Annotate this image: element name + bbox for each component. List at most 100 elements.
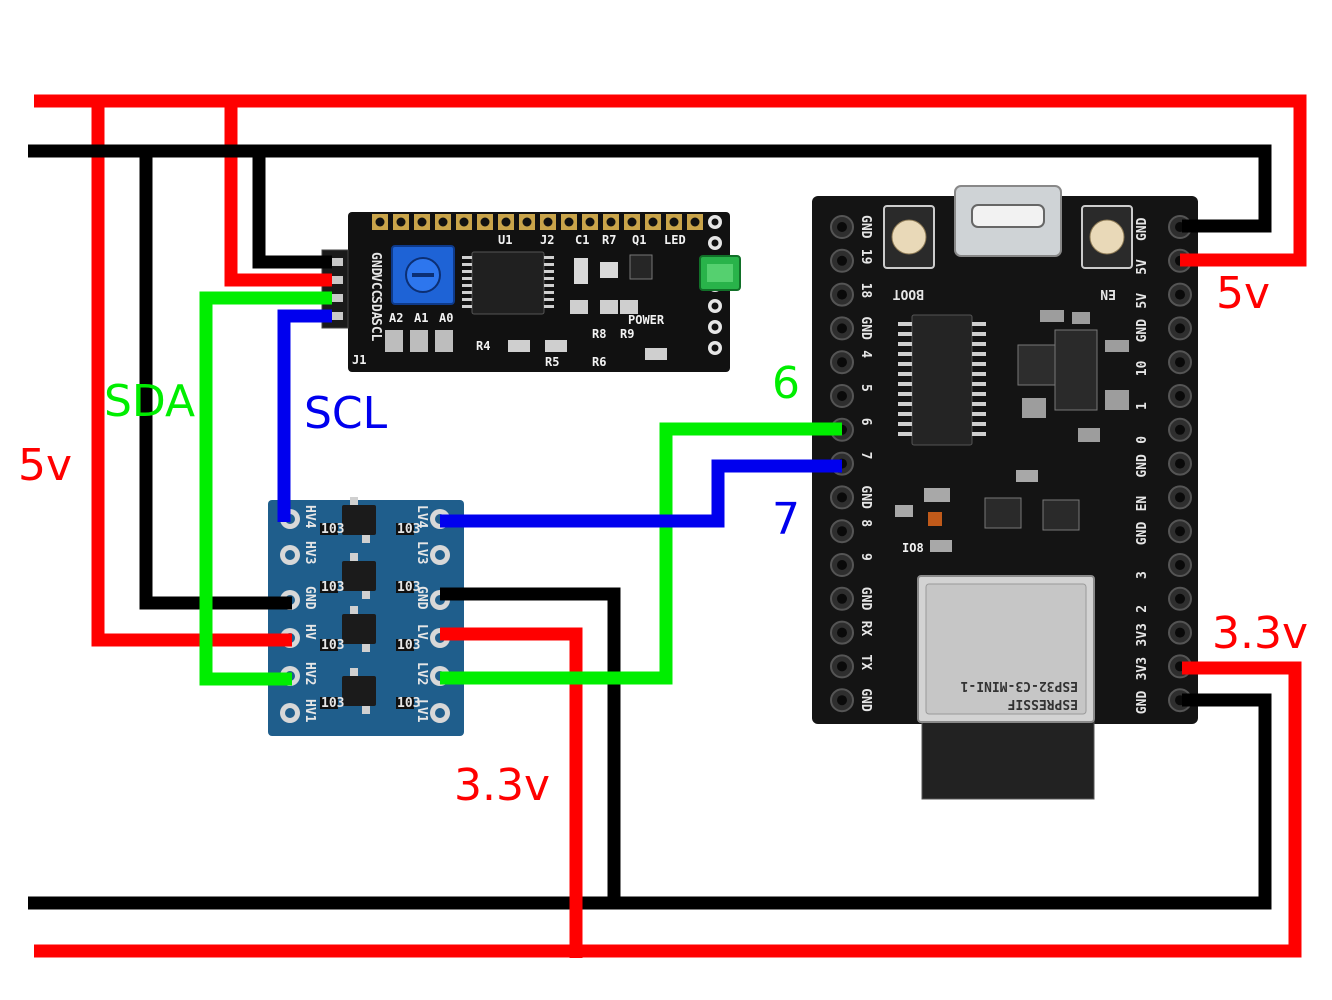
shifter-hv-label: GND — [302, 586, 317, 610]
lcd-mark-power: POWER — [628, 313, 665, 327]
label-3v3-esp: 3.3v — [1212, 608, 1308, 659]
esp-right-pin-label: GND — [1135, 217, 1150, 241]
esp-right-pin-label: 3 — [1135, 571, 1150, 579]
esp-right-pin-label: GND — [1135, 522, 1150, 546]
svg-text:103: 103 — [321, 696, 344, 711]
shifter-lv-label: LV4 — [414, 505, 429, 529]
svg-text:103: 103 — [397, 696, 420, 711]
wire-gnd-shifter-hv — [139, 152, 292, 610]
shifter-resistor — [320, 523, 338, 535]
shifter-resistor — [320, 581, 338, 593]
shifter-resistor — [396, 639, 414, 651]
svg-text:103: 103 — [397, 522, 420, 537]
smd-capacitor — [574, 258, 588, 284]
module-brand-text: ESPRESSIF — [1007, 696, 1078, 711]
esp-right-pin-label: GND — [1135, 454, 1150, 478]
lcd-mark-q1: Q1 — [632, 233, 646, 247]
label-sda: SDA — [104, 376, 195, 427]
wire-5v-shifter-hv — [91, 96, 292, 647]
shifter-resistor — [320, 697, 338, 709]
esp-left-pin-label: RX — [858, 621, 873, 637]
esp-right-pin-label: 2 — [1135, 605, 1150, 613]
esp-left-pin-label: 18 — [858, 283, 873, 299]
pcf8574-chip — [471, 251, 545, 315]
esp-right-pin-label: 10 — [1135, 360, 1150, 376]
transistor — [629, 254, 653, 280]
esp-left-pin-label: 4 — [858, 350, 873, 358]
label-pin-7: 7 — [772, 494, 800, 545]
wire-5v-rail — [34, 94, 1307, 267]
esp-left-pin-label: 8 — [858, 519, 873, 527]
shifter-lv-label: LV3 — [414, 541, 429, 564]
lcd-pin-gnd — [327, 258, 343, 266]
lcd-mark-a2: A2 — [389, 311, 403, 325]
module-model-text: ESP32-C3-MINI-1 — [960, 678, 1078, 693]
lcd-mark-r6: R6 — [592, 355, 606, 369]
lcd-mark-u1: U1 — [498, 233, 512, 247]
esp-right-pin-label: 3V3 — [1135, 623, 1150, 646]
label-5v-left: 5v — [18, 440, 72, 491]
lcd-pin-vcc — [327, 276, 343, 284]
shifter-hv-label: HV4 — [302, 505, 317, 529]
lcd-mark-a0: A0 — [439, 311, 453, 325]
svg-text:103: 103 — [321, 580, 344, 595]
esp-left-pin-label: 6 — [858, 418, 873, 426]
shifter-hv-label: HV — [302, 624, 317, 640]
esp-right-pin-label: 5V — [1135, 259, 1150, 275]
esp-mark-io8: IO8 — [902, 541, 924, 555]
esp-right-pin-label: GND — [1135, 691, 1150, 715]
lcd-mark-j2: J2 — [540, 233, 554, 247]
esp-right-pin-label: GND — [1135, 319, 1150, 343]
lcd-mark-r5: R5 — [545, 355, 559, 369]
mosfet — [342, 614, 376, 644]
usb-uart-chip — [911, 314, 973, 446]
esp-left-pin-label: GND — [858, 215, 873, 239]
wire-gnd-bottom-rail — [28, 693, 1272, 910]
svg-text:103: 103 — [321, 522, 344, 537]
wire-3v3-bottom-rail — [34, 661, 1302, 958]
shifter-hv-label: HV3 — [302, 541, 317, 564]
wire-scl-hv — [277, 309, 332, 522]
shifter-lv-label: LV2 — [414, 662, 429, 685]
esp-right-pin-label: EN — [1135, 496, 1150, 512]
wire-sda-lv — [440, 422, 842, 685]
label-5v-esp: 5v — [1216, 268, 1270, 319]
wire-gnd-shifter-lv — [440, 587, 621, 903]
lcd-mark-led: LED — [664, 233, 686, 247]
smd-resistor — [600, 262, 618, 278]
label-3v3-shifter: 3.3v — [454, 760, 550, 811]
lcd-top-header — [372, 214, 703, 230]
esp-left-pin-label: GND — [858, 316, 873, 340]
esp-left-pin-label: 19 — [858, 249, 873, 265]
lcd-pin-label-gnd: GND — [368, 252, 383, 276]
lcd-mark-r8: R8 — [592, 327, 606, 341]
esp-left-pin-label: GND — [858, 587, 873, 611]
shifter-lv-label: GND — [414, 586, 429, 610]
lcd-mark-c1: C1 — [575, 233, 589, 247]
lcd-mark-r9: R9 — [620, 327, 634, 341]
lcd-pin-scl — [327, 312, 343, 320]
wire-sda-hv — [199, 291, 332, 686]
shifter-resistor — [396, 581, 414, 593]
svg-text:103: 103 — [397, 580, 420, 595]
esp-left-pin-label: 9 — [858, 553, 873, 561]
shifter-resistor — [396, 697, 414, 709]
esp-left-pin-label: 5 — [858, 384, 873, 392]
esp-left-pin-label: GND — [858, 688, 873, 712]
esp-left-pin-label: 7 — [858, 452, 873, 460]
antenna-area — [921, 714, 1095, 800]
svg-text:103: 103 — [397, 638, 420, 653]
esp-left-pin-label: GND — [858, 485, 873, 509]
lcd-pin-label-sda: SDA — [368, 296, 383, 320]
lcd-mark-r7: R7 — [602, 233, 616, 247]
mosfet — [342, 505, 376, 535]
esp-right-pin-label: 0 — [1135, 436, 1150, 444]
shifter-lv-label: LV1 — [414, 699, 429, 723]
status-led — [928, 512, 942, 526]
lcd-mark-j1: J1 — [352, 353, 366, 367]
esp-left-pin-label: TX — [858, 654, 873, 670]
lcd-i2c-backpack: GND VCC SDA SCL U1 J2 C1 R7 Q1 LE — [321, 212, 741, 372]
wire-scl-lv — [440, 459, 842, 528]
